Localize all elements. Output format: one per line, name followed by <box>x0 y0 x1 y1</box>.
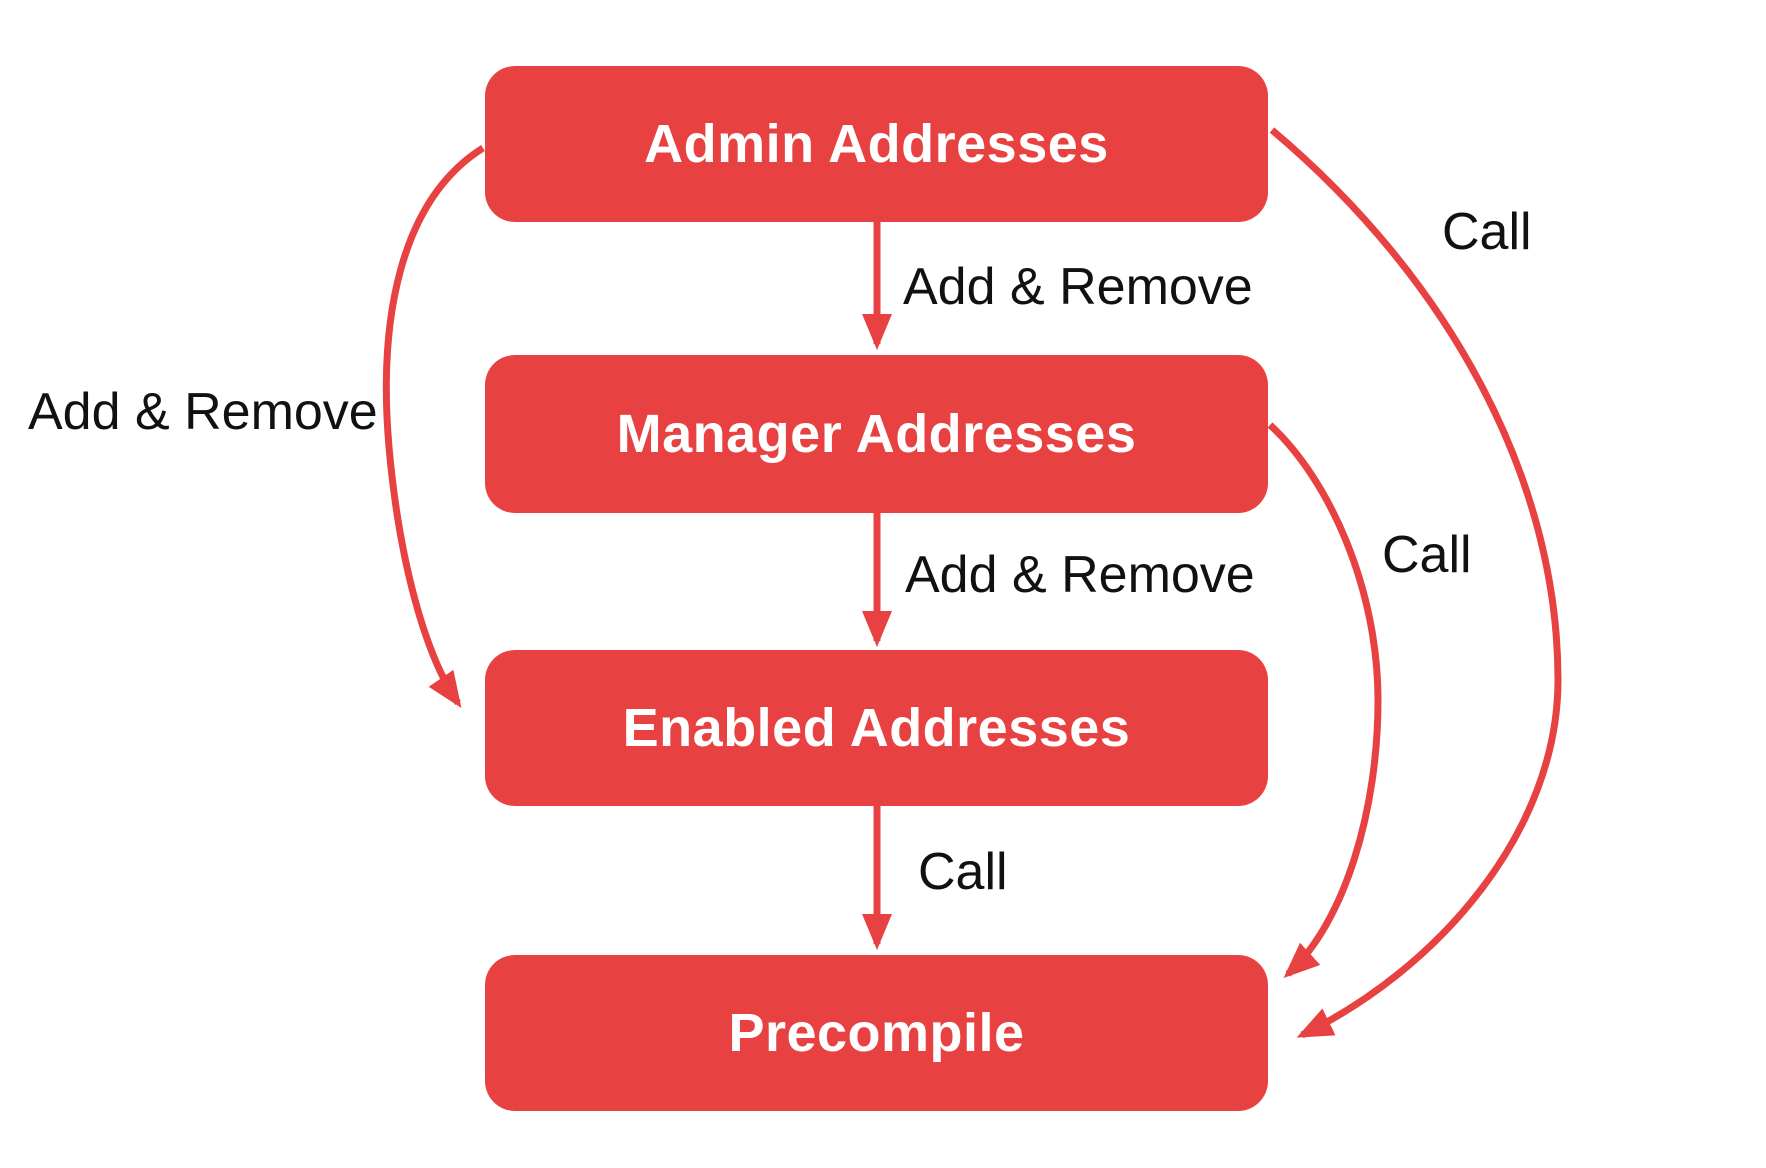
node-admin-addresses: Admin Addresses <box>485 66 1268 222</box>
node-admin-addresses-label: Admin Addresses <box>644 114 1109 174</box>
edge-label-admin-to-precompile: Call <box>1442 203 1532 261</box>
arrow-admin-to-enabled <box>382 145 485 708</box>
arrow-admin-to-precompile <box>1269 127 1562 1039</box>
node-enabled-addresses: Enabled Addresses <box>485 650 1268 806</box>
node-enabled-addresses-label: Enabled Addresses <box>622 698 1131 758</box>
node-manager-addresses: Manager Addresses <box>485 355 1268 513</box>
node-precompile-label: Precompile <box>728 1003 1025 1063</box>
edge-label-admin-to-manager: Add & Remove <box>903 258 1253 316</box>
arrow-manager-to-precompile <box>1267 422 1382 979</box>
edge-label-manager-to-enabled: Add & Remove <box>905 546 1255 604</box>
edge-label-enabled-to-precompile: Call <box>918 843 1008 901</box>
edge-label-admin-to-enabled: Add & Remove <box>28 383 378 441</box>
node-manager-addresses-label: Manager Addresses <box>616 404 1137 464</box>
node-precompile: Precompile <box>485 955 1268 1111</box>
edge-label-manager-to-precompile: Call <box>1382 526 1472 584</box>
